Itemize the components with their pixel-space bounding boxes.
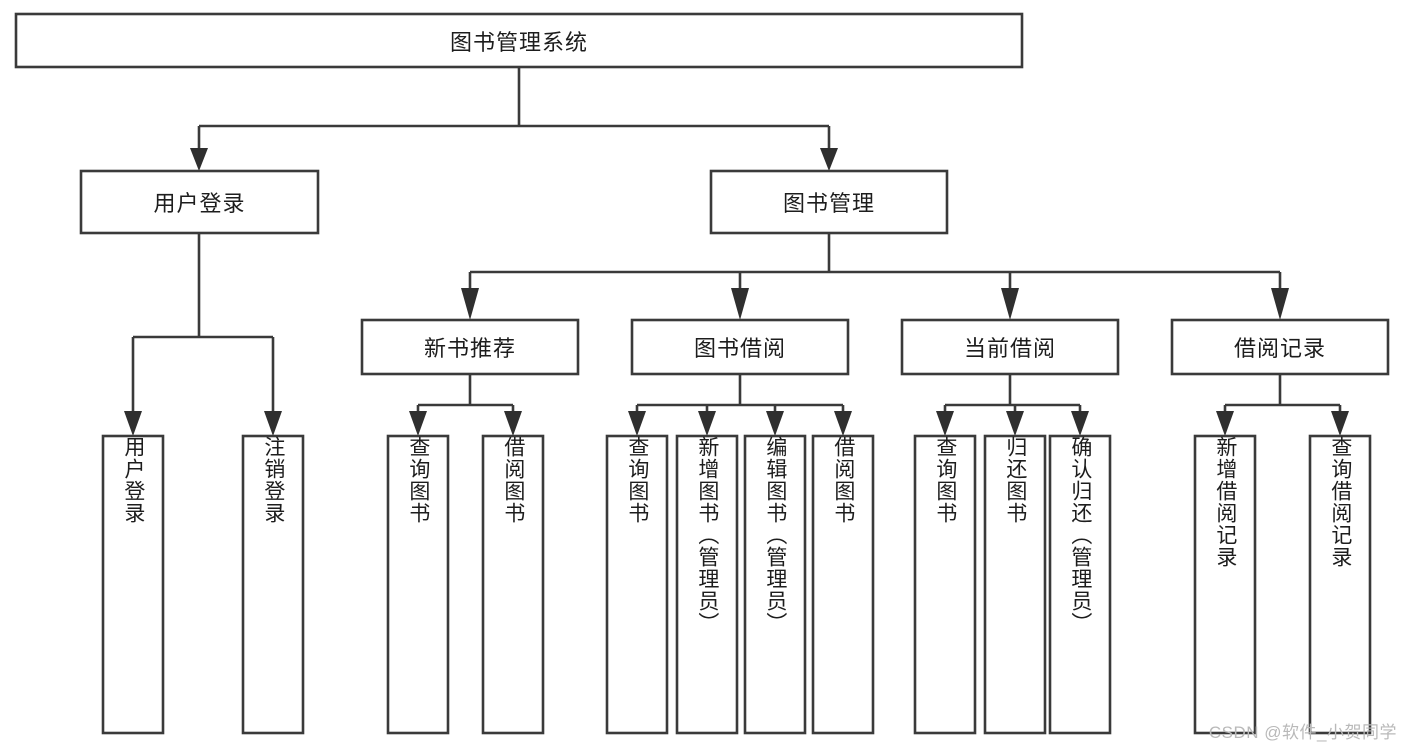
arrow-head-current-borrow: [1001, 288, 1019, 320]
connector-group-root: [190, 68, 838, 171]
arrow-head-nbr-leaf-2: [504, 411, 522, 436]
node-box-leaf-bb-borrow[interactable]: [811, 434, 875, 735]
arrow-head-leaf-logout: [264, 411, 282, 436]
arrow-head-book-borrow: [731, 288, 749, 320]
arrow-head-br-leaf-1: [1216, 411, 1234, 436]
arrow-head-book-mgmt: [820, 148, 838, 171]
node-box-leaf-bb-edit[interactable]: [743, 434, 807, 735]
node-box-leaf-bb-add[interactable]: [675, 434, 739, 735]
node-box-book-borrow[interactable]: [630, 318, 850, 376]
connector-group-book-mgmt: [461, 233, 1289, 320]
node-box-new-book-recommend[interactable]: [360, 318, 580, 376]
node-box-leaf-nbr-borrow[interactable]: [481, 434, 545, 735]
arrow-head-bb-leaf-2: [698, 411, 716, 436]
arrow-head-user-login: [190, 148, 208, 171]
connector-group-current-borrow: [936, 374, 1089, 436]
node-box-leaf-cb-confirm[interactable]: [1048, 434, 1112, 735]
connector-group-book-borrow: [628, 374, 852, 436]
node-box-root[interactable]: [14, 12, 1024, 69]
node-box-leaf-br-add[interactable]: [1193, 434, 1257, 735]
arrow-head-br-leaf-2: [1331, 411, 1349, 436]
node-box-leaf-user-login[interactable]: [101, 434, 165, 735]
node-box-leaf-cb-return[interactable]: [983, 434, 1047, 735]
arrow-head-bb-leaf-4: [834, 411, 852, 436]
arrow-head-bb-leaf-3: [766, 411, 784, 436]
arrow-head-bb-leaf-1: [628, 411, 646, 436]
node-box-leaf-cb-query[interactable]: [913, 434, 977, 735]
node-box-user-login[interactable]: [79, 169, 320, 235]
connector-group-borrow-record: [1216, 374, 1349, 436]
watermark-text: CSDN @软件_小贺同学: [1208, 723, 1397, 742]
node-box-leaf-bb-query[interactable]: [605, 434, 669, 735]
arrow-head-cb-leaf-3: [1071, 411, 1089, 436]
arrow-head-borrow-record: [1271, 288, 1289, 320]
node-box-borrow-record[interactable]: [1170, 318, 1390, 376]
node-box-current-borrow[interactable]: [900, 318, 1120, 376]
arrow-head-leaf-user-login: [124, 411, 142, 436]
connector-group-new-book-recommend: [409, 374, 522, 436]
arrow-head-cb-leaf-1: [936, 411, 954, 436]
node-box-book-management[interactable]: [709, 169, 949, 235]
node-box-leaf-logout[interactable]: [241, 434, 305, 735]
arrow-head-new-book-recommend: [461, 288, 479, 320]
node-box-leaf-nbr-query[interactable]: [386, 434, 450, 735]
connector-group-user-login: [124, 233, 282, 436]
arrow-head-cb-leaf-2: [1006, 411, 1024, 436]
node-box-leaf-br-query[interactable]: [1308, 434, 1372, 735]
arrow-head-nbr-leaf-1: [409, 411, 427, 436]
